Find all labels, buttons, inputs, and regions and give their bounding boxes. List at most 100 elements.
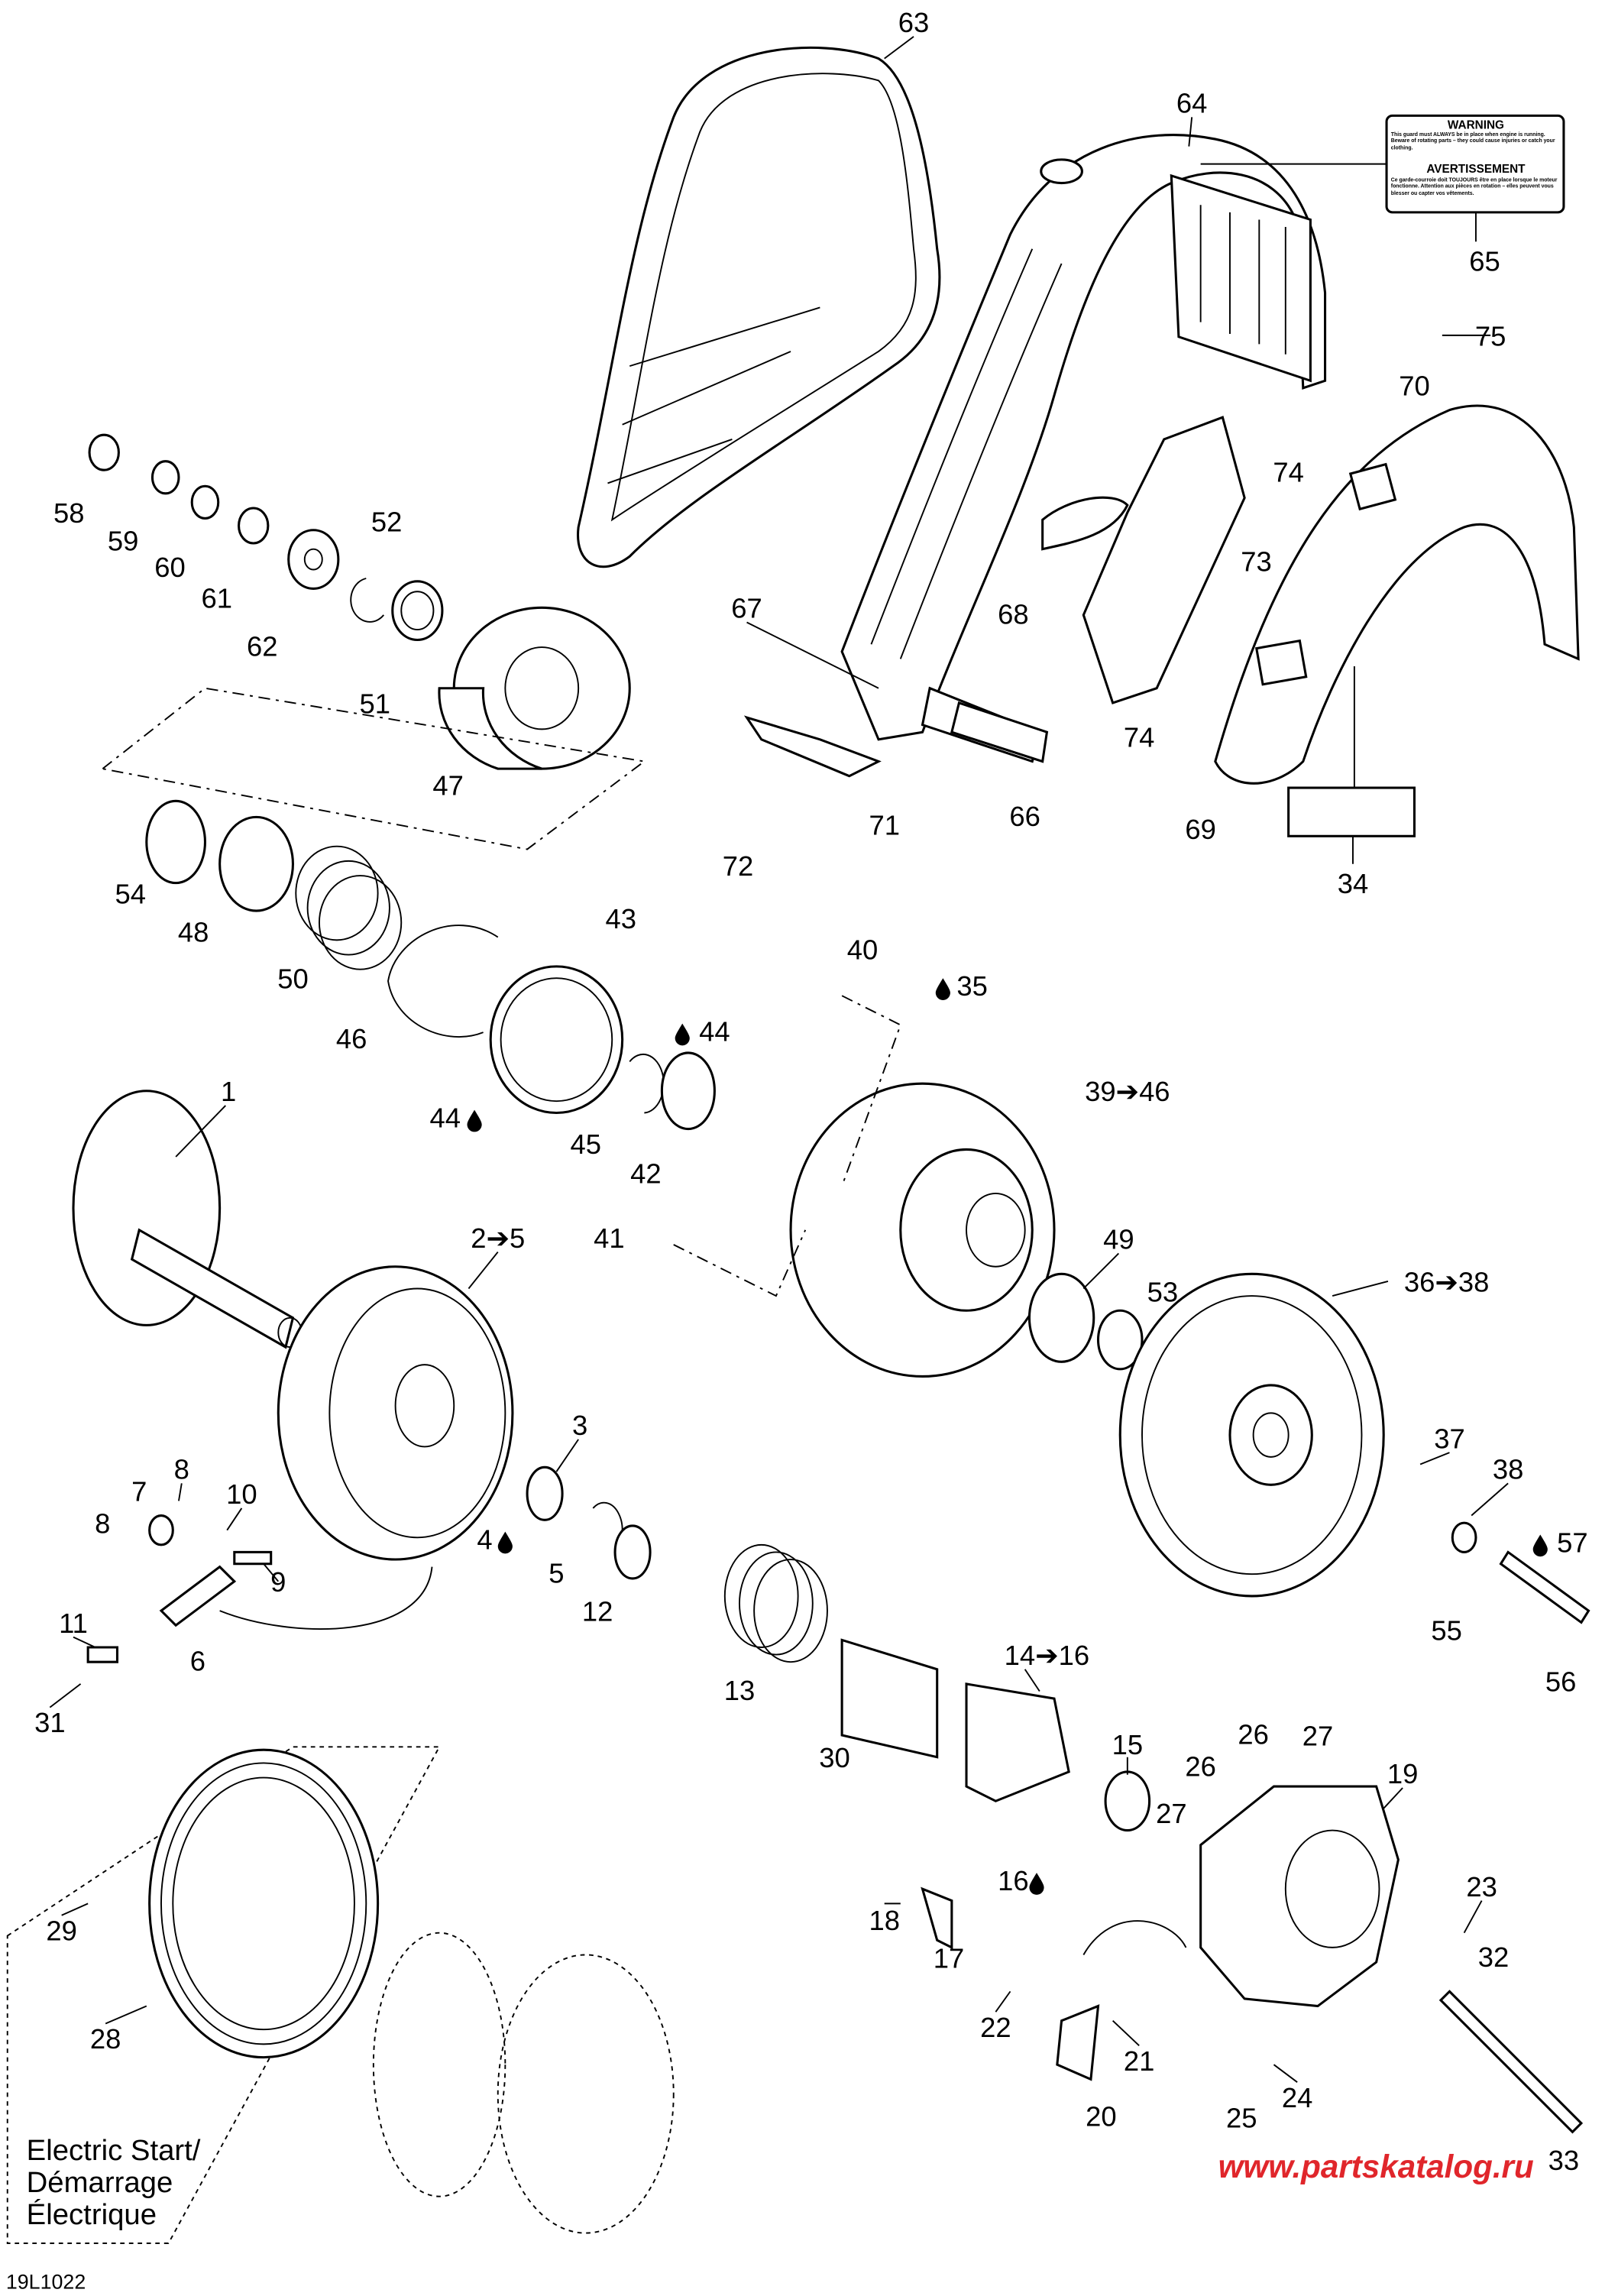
callout: 67 — [731, 593, 762, 624]
avertissement-text: Ce garde-courroie doit TOUJOURS être en … — [1390, 176, 1558, 196]
callout: 27 — [1302, 1720, 1333, 1751]
ring-53 — [1096, 1309, 1144, 1371]
clip-45 — [629, 1054, 665, 1114]
callout: 71 — [869, 809, 899, 840]
callout: 37 — [1434, 1423, 1465, 1454]
warning-decal: WARNING AVERTISSEMENT This guard must AL… — [1200, 114, 1565, 242]
bushing-3 — [526, 1465, 564, 1521]
pad-68 — [1041, 496, 1129, 551]
callout: 2➔5 — [471, 1222, 525, 1254]
callout: 36➔38 — [1404, 1266, 1490, 1297]
drop-icon — [497, 1531, 513, 1554]
callout: 1 — [221, 1076, 236, 1107]
electric-start-label: Electric Start/ Démarrage Électrique — [27, 2134, 201, 2231]
bolt-33 — [1438, 1990, 1584, 2134]
callout: 9 — [270, 1566, 286, 1598]
spider-47 — [438, 606, 631, 770]
callout: 69 — [1185, 814, 1215, 845]
bolt-56 — [1499, 1550, 1590, 1624]
callout: 64 — [1176, 88, 1208, 119]
callout: 22 — [980, 2012, 1011, 2043]
callout: 70 — [1399, 370, 1430, 401]
warning-text: This guard must ALWAYS be in place when … — [1390, 131, 1555, 151]
callout: 24 — [1282, 2082, 1312, 2113]
callout: 61 — [202, 582, 233, 614]
callout: 68 — [998, 598, 1028, 630]
callout: 62 — [247, 631, 278, 662]
bushing-15 — [1104, 1770, 1151, 1832]
callout: 65 — [1469, 246, 1500, 277]
callout: 12 — [582, 1596, 613, 1627]
bushing-42 — [660, 1051, 716, 1131]
drop-icon — [935, 978, 950, 1000]
callout: 59 — [108, 526, 139, 557]
sleeve-43 — [489, 965, 624, 1115]
callout: 32 — [1478, 1941, 1509, 1973]
ring-gear-28 — [148, 1748, 380, 2059]
inset-label-line: Électrique — [27, 2198, 157, 2231]
watermark: www.partskatalog.ru — [1218, 2149, 1534, 2184]
leader-lines — [49, 36, 1509, 2083]
callout: 48 — [178, 916, 209, 947]
callout: 55 — [1431, 1614, 1462, 1646]
bracket-71 — [743, 715, 882, 778]
bushing-48 — [218, 815, 294, 912]
callout: 40 — [847, 934, 878, 965]
callout: 27 — [1156, 1798, 1186, 1829]
ring-46 — [387, 925, 499, 1038]
washer-49 — [1027, 1272, 1095, 1363]
drop-icon — [467, 1109, 482, 1132]
callout: 73 — [1241, 546, 1272, 577]
callout: 18 — [869, 1905, 899, 1936]
cover-36 — [1118, 1272, 1385, 1598]
assembly-dash-box-1 — [101, 687, 646, 850]
callout: 4 — [477, 1524, 492, 1556]
washer-55 — [1451, 1521, 1477, 1553]
callout: 15 — [1112, 1729, 1144, 1760]
sheave-2 — [277, 1265, 514, 1561]
callout: 16 — [998, 1865, 1028, 1896]
callout: 56 — [1545, 1666, 1577, 1698]
washers-stack — [88, 433, 444, 642]
callout: 52 — [371, 507, 403, 538]
callout: 53 — [1147, 1277, 1179, 1308]
callout: 75 — [1475, 320, 1506, 351]
callout: 43 — [605, 903, 636, 934]
bolt-17 — [921, 1886, 953, 1950]
avertissement-title: AVERTISSEMENT — [1426, 163, 1526, 176]
callout: 74 — [1124, 721, 1154, 753]
callout: 57 — [1557, 1527, 1588, 1558]
callout: 8 — [174, 1454, 189, 1485]
callout: 3 — [572, 1410, 587, 1441]
callout: 5 — [549, 1558, 564, 1589]
callout: 8 — [95, 1508, 110, 1540]
callout: 72 — [723, 850, 754, 882]
roller-6 — [86, 1514, 273, 1663]
drive-belt — [577, 46, 941, 568]
arrow-curve-19 — [1082, 1920, 1187, 1955]
ring-54 — [145, 799, 206, 885]
callout: 14➔16 — [1005, 1640, 1090, 1671]
callout: 50 — [277, 963, 309, 995]
spring-13 — [723, 1543, 828, 1663]
callout: 42 — [630, 1158, 662, 1189]
callout: 35 — [956, 970, 988, 1002]
sleeve-30 — [840, 1638, 939, 1759]
cam-14 — [965, 1682, 1070, 1802]
weight-20 — [1056, 2004, 1100, 2081]
inset-label-line: Electric Start/ — [27, 2134, 201, 2167]
housing-19 — [1199, 1785, 1400, 2008]
callout: 28 — [90, 2023, 121, 2055]
sheave-39 — [789, 1082, 1056, 1378]
callout: 44 — [430, 1103, 461, 1134]
arrow-curve — [219, 1566, 433, 1630]
callout: 66 — [1009, 801, 1040, 832]
callout: 39➔46 — [1085, 1076, 1170, 1107]
callout: 7 — [131, 1475, 147, 1507]
callout: 47 — [432, 770, 464, 801]
callout: 49 — [1103, 1224, 1134, 1255]
callout: 10 — [226, 1478, 257, 1510]
side-guard — [1214, 404, 1580, 864]
washer-12 — [613, 1524, 652, 1580]
